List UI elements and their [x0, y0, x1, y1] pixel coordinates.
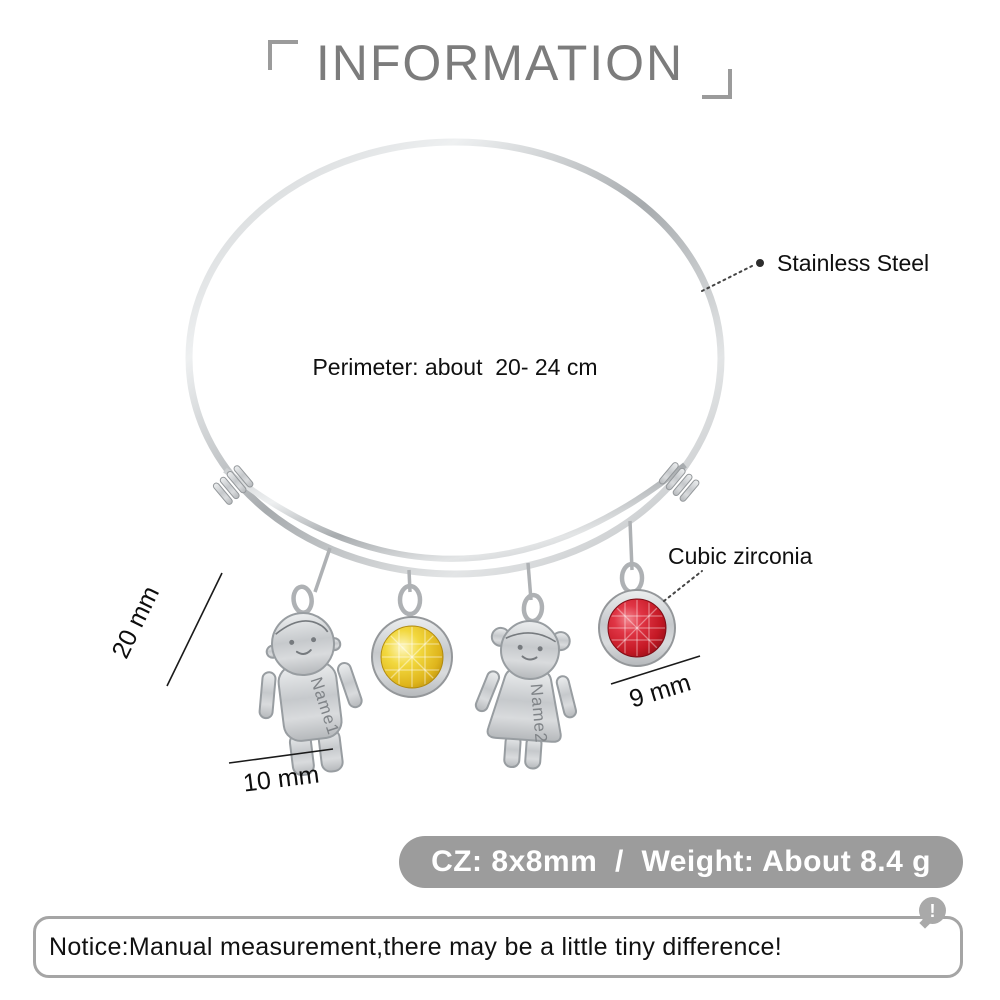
- yellow-cz-charm: [371, 616, 453, 698]
- zirconia-pointer-line: [663, 570, 703, 602]
- exclamation-icon: !: [919, 897, 946, 929]
- width-measure-line: [228, 748, 334, 764]
- boy-charm-loop: [291, 584, 314, 615]
- notice-bar: Notice:Manual measurement,there may be a…: [33, 916, 963, 978]
- material-label: Stainless Steel: [777, 250, 930, 276]
- stone-measure-line: [610, 655, 701, 685]
- boy-head: [271, 612, 335, 676]
- red-cz-facets: [609, 600, 665, 656]
- boy-charm: Name1: [258, 584, 363, 777]
- girl-dress: [486, 667, 562, 743]
- boy-face: [275, 620, 329, 655]
- stone-label: Cubic zirconia: [668, 543, 813, 569]
- yellow-cz-stone: [380, 625, 444, 689]
- girl-arm-right: [555, 675, 578, 719]
- girl-charm: Name2: [474, 592, 578, 770]
- red-cz-charm: [598, 589, 676, 667]
- title-bracket-left-icon: [267, 40, 298, 70]
- bangle-outer-wire: [185, 138, 725, 578]
- boy-arm-right: [336, 661, 363, 709]
- coil-right: [658, 462, 700, 502]
- specs-banner-text: CZ: 8x8mm / Weight: About 8.4 g: [431, 845, 931, 878]
- boy-charm-link: [313, 547, 332, 593]
- yellow-charm-link: [407, 569, 412, 593]
- yellow-charm-loop: [397, 583, 423, 617]
- page-title: INFORMATION: [315, 35, 685, 91]
- girl-charm-loop: [521, 592, 545, 624]
- red-cz-stone: [607, 598, 667, 658]
- coil-left: [212, 465, 254, 505]
- girl-arm-left: [474, 670, 501, 713]
- yellow-cz-facets: [382, 627, 442, 687]
- notice-text: Notice:Manual measurement,there may be a…: [49, 932, 782, 961]
- boy-arm-left: [258, 671, 277, 720]
- perimeter-label: Perimeter: about 20- 24 cm: [312, 354, 598, 380]
- girl-face: [505, 632, 557, 661]
- bangle-inner-wire: [223, 462, 687, 562]
- title-bracket-right-icon: [702, 69, 733, 99]
- header: INFORMATION: [0, 35, 1000, 99]
- stainless-pointer-line: [701, 265, 753, 292]
- specs-banner: CZ: 8x8mm / Weight: About 8.4 g: [399, 836, 963, 888]
- height-measure-line: [166, 572, 223, 687]
- exclamation-glyph: !: [929, 900, 936, 921]
- stainless-pointer-dot: [756, 259, 764, 267]
